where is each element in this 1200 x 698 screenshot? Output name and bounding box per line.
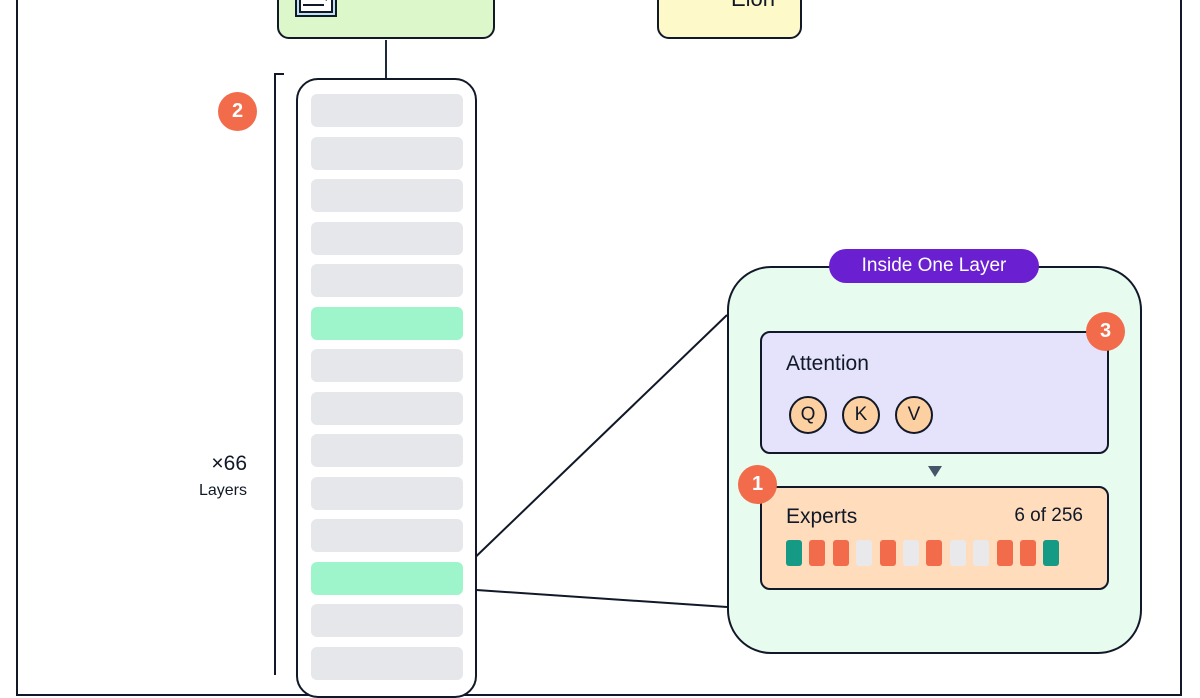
input-node [277, 0, 495, 39]
layer-block-active [311, 561, 463, 595]
layer-block [311, 434, 463, 467]
layer-block [311, 94, 463, 127]
flow-arrow-icon [928, 466, 942, 477]
attention-block: Attention Q K V [760, 331, 1109, 454]
experts-badge: 1 [738, 465, 777, 504]
layer-detail-panel [727, 266, 1142, 654]
layer-block [311, 136, 463, 170]
layer-block [311, 604, 463, 637]
experts-block: Experts 6 of 256 [760, 486, 1109, 590]
expert-cell-active [996, 540, 1013, 566]
expert-cell-selected [1043, 540, 1060, 566]
attention-title: Attention [786, 352, 869, 375]
value-token: V [895, 396, 933, 434]
expert-cell-idle [949, 540, 966, 566]
layer-stack [296, 78, 477, 698]
expert-cell-idle [856, 540, 873, 566]
layer-repeat-count: ×66 [211, 452, 247, 475]
attention-badge: 3 [1086, 312, 1125, 351]
output-node: Elon [657, 0, 802, 39]
layer-block [311, 391, 463, 425]
layer-detail-title: Inside One Layer [829, 249, 1039, 283]
layer-block [311, 221, 463, 255]
key-token: K [842, 396, 880, 434]
layer-block [311, 349, 463, 382]
layer-repeat-label: Layers [198, 482, 247, 499]
expert-cell-active [832, 540, 849, 566]
expert-cell-active [809, 540, 826, 566]
expert-cell-active [926, 540, 943, 566]
layer-block-active [311, 306, 463, 340]
stack-badge: 2 [218, 92, 257, 131]
layer-block [311, 179, 463, 212]
experts-title: Experts [786, 505, 858, 528]
expert-cell-active [1020, 540, 1036, 566]
expert-cell-idle [973, 540, 990, 566]
query-token: Q [789, 396, 827, 434]
output-label: Elon [731, 0, 775, 12]
layer-block [311, 519, 463, 552]
layer-block [311, 646, 463, 680]
zoom-line-top [461, 314, 728, 571]
layer-block [311, 476, 463, 510]
experts-count: 6 of 256 [1014, 505, 1083, 526]
zoom-line-bottom [461, 588, 728, 608]
layers-bracket [274, 73, 284, 675]
expert-cell-idle [903, 540, 919, 566]
expert-cell-active [879, 540, 896, 566]
layer-block [311, 264, 463, 297]
document-icon [295, 0, 337, 17]
expert-cell-selected [786, 540, 802, 566]
